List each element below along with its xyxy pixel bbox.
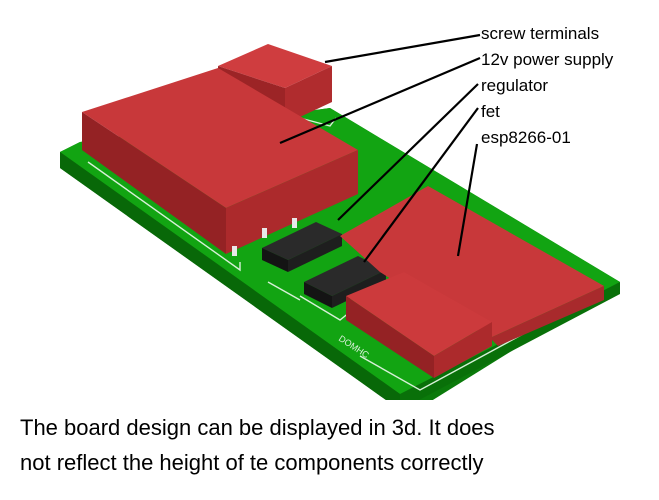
label-screw-terminals: screw terminals bbox=[481, 24, 600, 43]
callout-lines bbox=[279, 33, 481, 263]
power-supply-pins bbox=[232, 218, 297, 256]
caption-line-1: The board design can be displayed in 3d.… bbox=[20, 415, 495, 440]
label-esp: esp8266-01 bbox=[481, 128, 571, 147]
esp8266-block bbox=[340, 186, 604, 378]
pcb-3d-render: DOMHC bbox=[60, 33, 620, 400]
fet-ic bbox=[304, 256, 386, 308]
power-supply-block bbox=[82, 68, 358, 254]
label-power-supply: 12v power supply bbox=[481, 50, 614, 69]
label-fet: fet bbox=[481, 102, 500, 121]
regulator-ic bbox=[262, 222, 342, 272]
label-regulator: regulator bbox=[481, 76, 549, 95]
caption: The board design can be displayed in 3d.… bbox=[20, 410, 650, 480]
caption-line-2: not reflect the height of te components … bbox=[20, 450, 484, 475]
